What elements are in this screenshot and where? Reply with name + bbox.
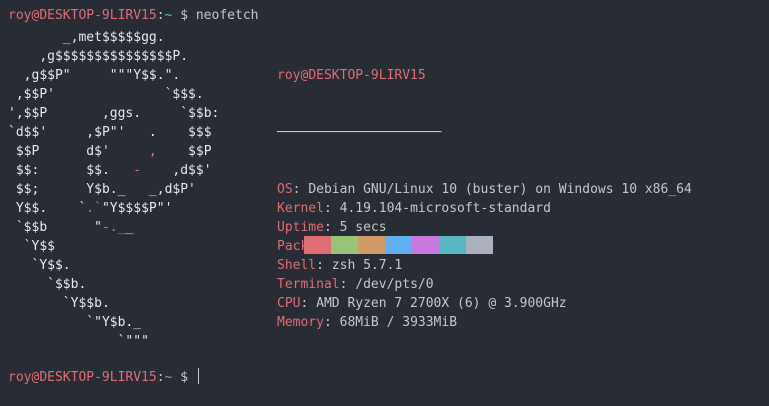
prompt-user: roy — [8, 8, 32, 23]
info-key: CPU — [277, 296, 301, 311]
logo-line: $$: $$. - ,d$$' — [15, 163, 212, 178]
logo-line: ,g$$$$$$$$$$$$$$$P. — [39, 49, 189, 64]
prompt-user-2: roy — [8, 370, 32, 385]
info-value: zsh 5.7.1 — [331, 258, 403, 273]
info-user: roy — [277, 68, 301, 83]
logo-line: `$$b. — [47, 277, 87, 292]
info-row: Terminal: /dev/pts/0 — [277, 275, 692, 294]
prompt-path-sep-2: : — [156, 370, 165, 385]
text-cursor[interactable] — [197, 368, 199, 384]
info-header: roy@DESKTOP-9LIRV15 — [277, 66, 692, 85]
logo-line: $$; Y$b._ _,d$P' — [15, 182, 196, 197]
info-value: /dev/pts/0 — [355, 277, 434, 292]
info-key: Kernel — [277, 201, 324, 216]
info-row: Kernel: 4.19.104-microsoft-standard — [277, 199, 692, 218]
info-value: 68MiB / 3933MiB — [339, 315, 458, 330]
color-swatch — [331, 236, 358, 254]
info-value: 4.19.104-microsoft-standard — [339, 201, 551, 216]
info-value: AMD Ryzen 7 2700X (6) @ 3.900GHz — [316, 296, 567, 311]
debian-logo-ascii: _,met$$$$$gg. ,g$$$$$$$$$$$$$$$P. ,g$$P"… — [8, 28, 219, 351]
info-value: Debian GNU/Linux 10 (buster) on Windows … — [308, 182, 692, 197]
info-row: CPU: AMD Ryzen 7 2700X (6) @ 3.900GHz — [277, 294, 692, 313]
info-key-suffix: : — [339, 277, 356, 292]
logo-line: ,$$P' `$$$. — [15, 87, 204, 102]
info-key: Uptime — [277, 220, 324, 235]
info-row: Uptime: 5 secs — [277, 218, 692, 237]
info-rows: OS: Debian GNU/Linux 10 (buster) on Wind… — [277, 180, 692, 332]
prompt-at-2: @ — [31, 370, 40, 385]
info-value: 5 secs — [339, 220, 387, 235]
info-key-suffix: : — [323, 201, 340, 216]
info-key: Terminal — [277, 277, 340, 292]
prompt-path: ~ — [164, 8, 173, 23]
info-key: Memory — [277, 315, 324, 330]
logo-line: `Y$$ — [23, 239, 55, 254]
info-key-suffix: : — [323, 220, 340, 235]
prompt-path-2: ~ — [164, 370, 173, 385]
logo-line: Y$$. `.`"Y$$$$P"' — [15, 201, 173, 216]
info-key: Shell — [277, 258, 317, 273]
info-key: OS — [277, 182, 293, 197]
info-key-suffix: : — [316, 258, 332, 273]
info-row: Memory: 68MiB / 3933MiB — [277, 313, 692, 332]
info-at: @ — [300, 68, 309, 83]
info-key-suffix: : — [300, 296, 317, 311]
prompt-at: @ — [31, 8, 40, 23]
logo-line: `d$$' ,$P"' . $$$ — [8, 125, 212, 140]
info-row: Shell: zsh 5.7.1 — [277, 256, 692, 275]
color-swatch — [466, 236, 493, 254]
logo-line: `Y$$. — [31, 258, 71, 273]
logo-line: _,met$$$$$gg. — [62, 30, 165, 45]
logo-line: `Y$$b. — [62, 296, 110, 311]
color-swatch — [304, 236, 331, 254]
logo-line: `"Y$b._ — [86, 315, 142, 330]
logo-line: ',$$P ,ggs. `$$b: — [8, 106, 220, 121]
prompt-symbol: $ — [180, 8, 189, 23]
color-swatch — [385, 236, 412, 254]
logo-line: ,g$$P" """Y$$.". — [23, 68, 181, 83]
command-line: roy@DESKTOP-9LIRV15:~ $ neofetch — [8, 6, 258, 25]
info-key-suffix: : — [292, 182, 309, 197]
info-separator: ───────────────────── — [277, 125, 442, 140]
info-host: DESKTOP-9LIRV15 — [308, 68, 426, 83]
color-swatch — [358, 236, 385, 254]
color-swatch — [439, 236, 466, 254]
command-text: neofetch — [195, 8, 259, 23]
logo-line: `$$b "-.__ — [15, 220, 134, 235]
info-key-suffix: : — [323, 315, 340, 330]
info-row: OS: Debian GNU/Linux 10 (buster) on Wind… — [277, 180, 692, 199]
input-line[interactable]: roy@DESKTOP-9LIRV15:~ $ — [8, 368, 199, 387]
color-swatch — [412, 236, 439, 254]
prompt-host: DESKTOP-9LIRV15 — [39, 8, 157, 23]
system-info: roy@DESKTOP-9LIRV15 ────────────────────… — [277, 28, 692, 370]
logo-line: `""" — [117, 334, 149, 349]
prompt-host-2: DESKTOP-9LIRV15 — [39, 370, 157, 385]
logo-line: $$P d$' , $$P — [15, 144, 212, 159]
color-palette — [304, 236, 493, 254]
prompt-symbol-2: $ — [180, 370, 189, 385]
prompt-path-sep: : — [156, 8, 165, 23]
